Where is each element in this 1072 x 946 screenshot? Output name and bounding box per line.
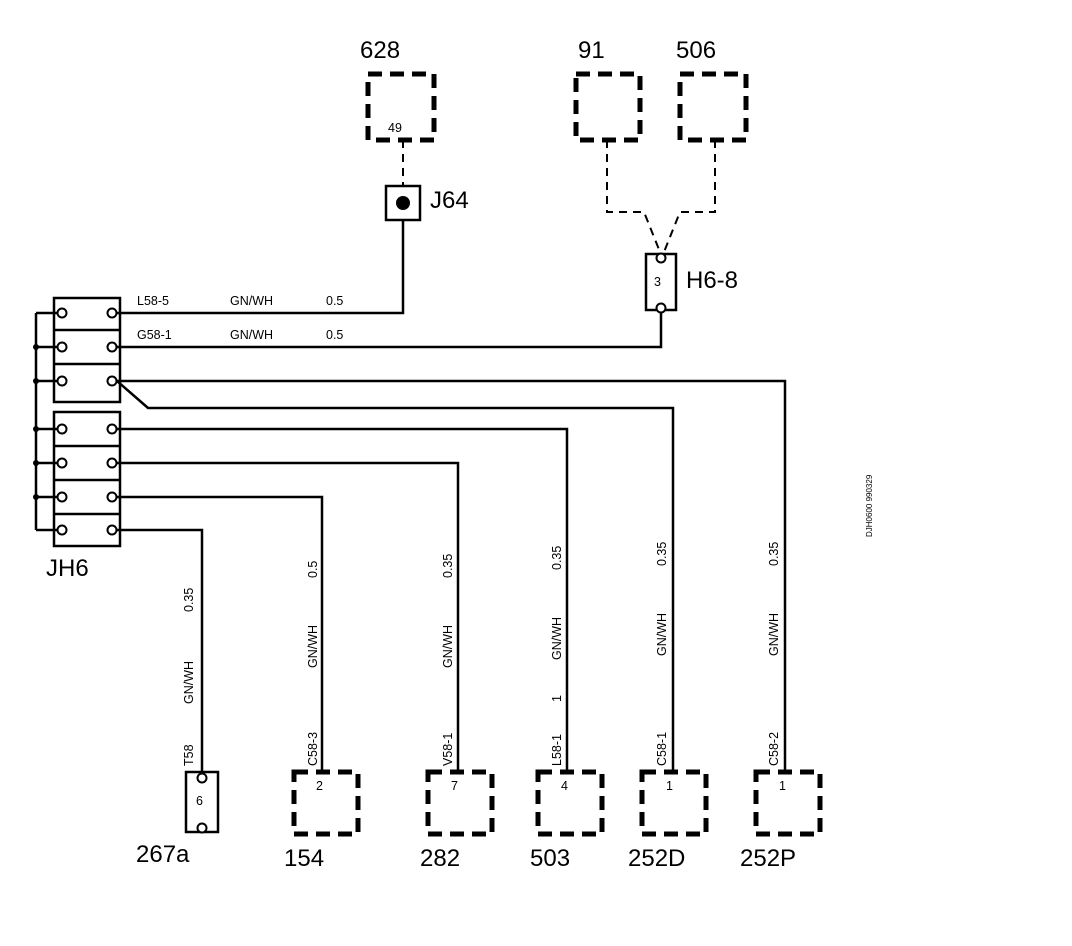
wire-t58-color: GN/WH [182,661,196,704]
wire-l58-1-id: L58-1 [550,734,564,766]
wire-l58-1-size: 0.35 [550,546,564,570]
component-91-box [573,71,643,143]
wire-c58-2-size: 0.35 [767,542,781,566]
component-628-box [365,71,437,143]
wire-l58-5-id: L58-5 [137,294,169,308]
component-252d-label: 252D [628,845,685,872]
wire-t58-labels: 0.35 GN/WH T58 [182,588,196,766]
component-154-pin: 2 [316,779,323,793]
connector-267a-pin-bottom [196,822,208,834]
wire-l58-1 [117,427,569,770]
component-506-box [677,71,749,143]
wire-t58-id: T58 [182,744,196,766]
component-282-box [425,769,495,837]
component-503-pin: 4 [561,779,568,793]
wire-g58-1-size: 0.5 [326,328,343,342]
connector-h6-8-pin-bottom [655,302,667,314]
wire-c58-2-id: C58-2 [767,732,781,766]
component-252p-pin: 1 [779,779,786,793]
wire-c58-3-size: 0.5 [306,561,320,578]
wire-c58-1-id: C58-1 [655,732,669,766]
wire-c58-3-color: GN/WH [306,625,320,668]
drawing-code: DJH0600 990329 [865,474,874,537]
wire-c58-1-labels: 0.35 GN/WH C58-1 [655,542,669,766]
connector-267a-pin-top [196,772,208,784]
wire-t58-size: 0.35 [182,588,196,612]
wire-g58-1 [117,313,663,349]
component-252p-label: 252P [740,845,796,872]
connector-267a-label: 267a [136,841,190,868]
component-252p-box [753,769,823,837]
component-506-label: 506 [676,37,716,64]
wire-v58-1-id: V58-1 [441,733,455,766]
wire-g58-1-id: G58-1 [137,328,172,342]
connector-jh6-label: JH6 [46,555,89,582]
component-154-box [291,769,361,837]
wire-g58-1-color: GN/WH [230,328,273,342]
wire-t58 [117,528,204,775]
component-282-pin: 7 [451,779,458,793]
splice-j64-label: J64 [430,187,469,214]
wire-l58-5-size: 0.5 [326,294,343,308]
component-154-label: 154 [284,845,324,872]
component-628-pin: 49 [388,121,402,135]
component-503-label: 503 [530,845,570,872]
component-252d-pin: 1 [666,779,673,793]
wire-l58-1-color: GN/WH [550,617,564,660]
wire-c58-1-size: 0.35 [655,542,669,566]
wire-l58-5-color: GN/WH [230,294,273,308]
component-503-box [535,769,605,837]
wire-v58-1-size: 0.35 [441,554,455,578]
wire-l58-1-labels: 0.35 GN/WH 1 L58-1 [550,546,564,766]
connector-h6-8-label: H6-8 [686,267,738,294]
wire-c58-3-id: C58-3 [306,732,320,766]
wire-v58-1-color: GN/WH [441,625,455,668]
component-91-label: 91 [578,37,605,64]
wire-91-506-dashed [606,140,716,253]
wire-l58-5 [117,220,405,315]
splice-j64-dot [396,196,410,210]
wire-c58-1 [116,380,675,770]
wire-c58-2-labels: 0.35 GN/WH C58-2 [767,542,781,766]
connector-h6-8-pin-top [655,252,667,264]
component-282-label: 282 [420,845,460,872]
wire-v58-1-labels: 0.35 GN/WH V58-1 [441,554,455,766]
wire-c58-2-color: GN/WH [767,613,781,656]
component-628-label: 628 [360,37,400,64]
wire-c58-1-color: GN/WH [655,613,669,656]
wire-c58-2 [117,379,787,770]
wire-c58-3-labels: 0.5 GN/WH C58-3 [306,561,320,766]
wire-c58-3 [117,495,324,770]
component-252d-box [639,769,709,837]
connector-267a-pin: 6 [196,794,203,808]
wire-v58-1 [117,461,460,770]
connector-h6-8-pin: 3 [654,275,661,289]
connector-jh6 [33,296,122,548]
wire-l58-1-extra: 1 [550,695,564,702]
